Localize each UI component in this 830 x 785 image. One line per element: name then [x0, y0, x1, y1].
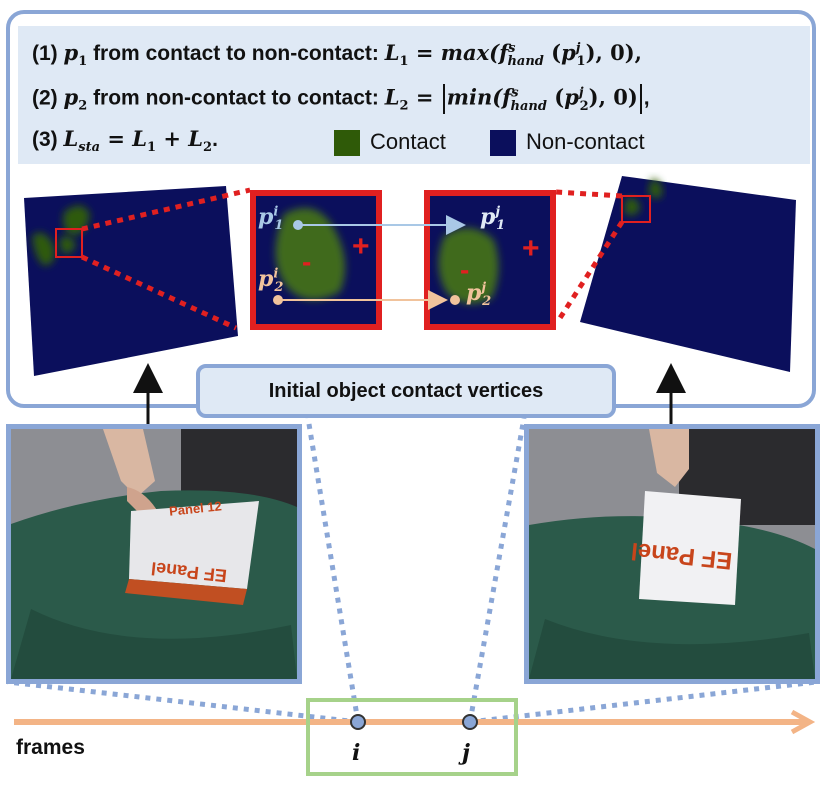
frame-label-i: i	[352, 740, 361, 766]
zoom-box-left	[250, 190, 382, 330]
label-p2-j: pj2	[466, 280, 492, 310]
label-p1-i: pi1	[258, 204, 284, 234]
abs-bar-right	[639, 84, 642, 114]
formula-line-3: (3) Lsta = L1 + L2.	[32, 126, 218, 156]
photo-frame-j: EF Panel	[524, 424, 820, 684]
legend-label-contact: Contact	[370, 129, 446, 154]
formula-line-1: (1) p1 from contact to non-contact: L1 =…	[32, 40, 642, 70]
photo-frame-i-scene	[11, 429, 297, 679]
label-p1-j: pj1	[480, 204, 506, 234]
frame-window	[306, 698, 518, 776]
zoom-lines	[80, 187, 625, 331]
photo-frame-i: Panel 12 EF Panel	[6, 424, 302, 684]
plus-left: +	[352, 230, 370, 263]
abs-bar-left	[442, 84, 445, 114]
plus-right: +	[522, 232, 540, 265]
frame-label-j: j	[462, 740, 470, 766]
frames-label: frames	[16, 736, 85, 759]
p2-arrow	[273, 290, 460, 310]
minus-right: -	[460, 254, 470, 285]
formula-line-2: (2) p2 from non-contact to contact: L2 =…	[32, 84, 650, 114]
object-map-left	[24, 186, 238, 376]
object-map-right	[580, 176, 796, 372]
frame-marker-j	[462, 714, 478, 730]
minus-left: -	[302, 246, 312, 277]
label-p2-i: pi2	[258, 266, 284, 296]
legend-swatch-contact	[334, 130, 360, 156]
initial-contact-caption: Initial object contact vertices	[196, 364, 616, 418]
legend-swatch-noncontact	[490, 130, 516, 156]
formula-box: (1) p1 from contact to non-contact: L1 =…	[18, 26, 810, 164]
frame-connector-lines	[7, 417, 817, 725]
photo-frame-j-scene	[529, 429, 815, 679]
p1-arrow	[293, 215, 466, 235]
legend-label-noncontact: Non-contact	[526, 129, 645, 154]
frame-marker-i	[350, 714, 366, 730]
timeline-arrowhead	[790, 709, 816, 735]
